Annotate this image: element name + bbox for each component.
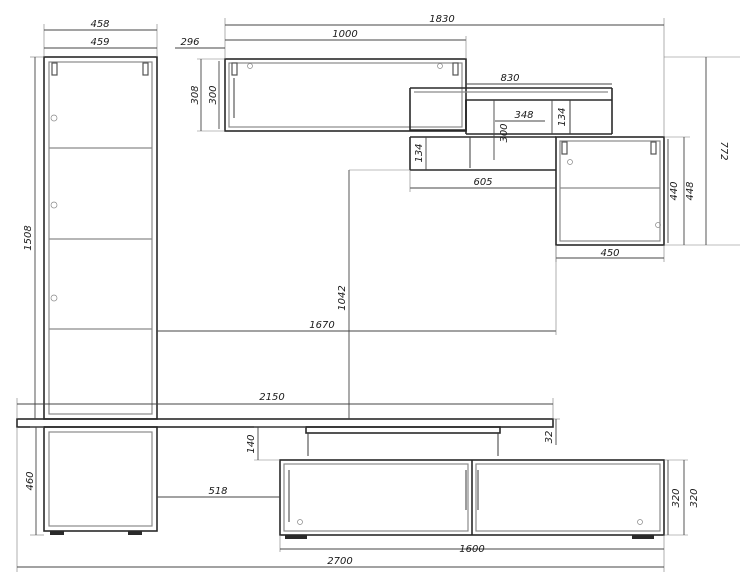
- tall-glass-cabinet: [43, 56, 158, 420]
- tv-console-unit: [279, 426, 665, 539]
- dim-label: 1670: [309, 320, 334, 331]
- dim-label: 296: [180, 37, 199, 48]
- dim-label: 1508: [23, 225, 34, 250]
- dim-label: 1830: [429, 14, 454, 25]
- dim-label: 440: [669, 181, 680, 200]
- dim-label: 518: [208, 486, 227, 497]
- dimension-labels: 458 459 296 1000 1830 308 300 830 348 30…: [23, 14, 729, 567]
- dim-label: 605: [473, 177, 492, 188]
- dim-label: 32: [544, 431, 555, 444]
- dim-label: 2700: [327, 556, 352, 567]
- dim-label: 1042: [337, 285, 348, 310]
- dim-label: 460: [25, 471, 36, 490]
- dim-label: 1600: [459, 544, 484, 555]
- hinge-icon: [231, 62, 238, 76]
- open-shelf-unit: [409, 87, 613, 171]
- lower-left-cabinet: [43, 426, 158, 535]
- hinge-icon: [452, 62, 459, 76]
- hinge-icon: [142, 62, 149, 76]
- dim-label: 348: [514, 110, 533, 121]
- dim-label: 1000: [332, 29, 357, 40]
- dim-label: 300: [499, 123, 510, 142]
- dim-label: 450: [600, 248, 619, 259]
- hinge-icon: [650, 141, 657, 155]
- dim-label: 308: [190, 85, 201, 104]
- long-top-shelf: [16, 418, 554, 428]
- dim-label: 320: [689, 488, 700, 507]
- dim-label: 134: [557, 107, 568, 126]
- dim-label: 458: [90, 19, 109, 30]
- hinge-icon: [561, 141, 568, 155]
- dimension-lines: [16, 18, 740, 572]
- dim-label: 140: [246, 434, 257, 453]
- hinge-icon: [51, 62, 58, 76]
- dim-label: 448: [685, 181, 696, 200]
- dim-label: 772: [718, 141, 729, 160]
- top-wall-cabinet: [224, 58, 467, 132]
- dim-label: 830: [500, 73, 519, 84]
- dim-label: 300: [208, 85, 219, 104]
- dim-label: 459: [90, 37, 109, 48]
- dim-label: 320: [671, 488, 682, 507]
- right-wall-cabinet: [555, 136, 665, 246]
- dim-label: 134: [414, 143, 425, 162]
- dim-label: 2150: [259, 392, 284, 403]
